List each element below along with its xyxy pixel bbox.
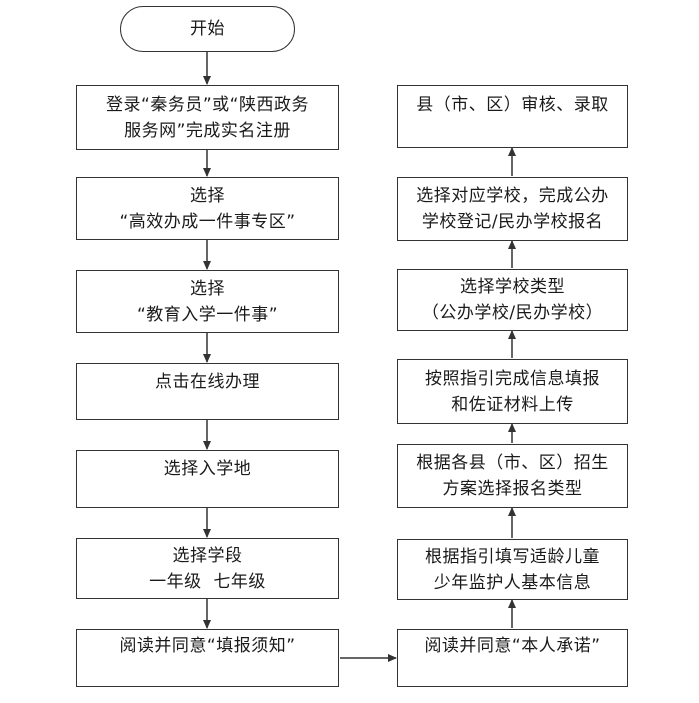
step-text: 选择学校类型 [460, 277, 565, 297]
step-text: 选择 [190, 278, 225, 299]
step-review-admission: 县（市、区）审核、录取 [397, 85, 628, 148]
step-text: 方案选择报名类型 [442, 479, 583, 499]
step-text: 阅读并同意“本人承诺” [424, 636, 601, 656]
step-text: 点击在线办理 [155, 372, 260, 392]
step-select-efficient-zone: 选择 “高效办成一件事专区” [76, 177, 339, 240]
step-select-education-enrollment: 选择 “教育入学一件事” [76, 270, 339, 333]
step-text: 选择学段 [172, 545, 243, 566]
step-click-online: 点击在线办理 [76, 363, 339, 420]
step-text: 和佐证材料上传 [451, 394, 574, 415]
step-text: 选择入学地 [163, 459, 252, 479]
step-fill-guardian-info: 根据指引填写适龄儿童 少年监护人基本信息 [397, 539, 628, 600]
step-text: 学校登记/民办学校报名 [421, 212, 604, 232]
step-text: 选择对应学校，完成公办 [416, 186, 609, 206]
step-select-stage: 选择学段 一年级 七年级 [76, 538, 339, 599]
step-select-school: 选择对应学校，完成公办 学校登记/民办学校报名 [397, 177, 628, 241]
step-upload-materials: 按照指引完成信息填报 和佐证材料上传 [397, 359, 628, 424]
step-select-location: 选择入学地 [76, 450, 339, 508]
start-node: 开始 [120, 6, 295, 52]
step-text: 一年级 七年级 [149, 571, 266, 592]
step-text: 登录“秦务员”或“陕西政务 [106, 94, 309, 115]
step-text: 根据指引填写适龄儿童 [425, 546, 600, 567]
step-read-notice: 阅读并同意“填报须知” [76, 629, 339, 687]
step-read-promise: 阅读并同意“本人承诺” [397, 629, 628, 687]
step-text: 县（市、区）审核、录取 [416, 95, 609, 115]
step-text: “高效办成一件事专区” [119, 211, 296, 232]
step-login-register: 登录“秦务员”或“陕西政务 服务网”完成实名注册 [76, 85, 339, 150]
step-select-school-type: 选择学校类型 （公办学校/民办学校） [397, 269, 628, 331]
step-select-registration-type: 根据各县（市、区）招生 方案选择报名类型 [397, 444, 628, 508]
step-text: 服务网”完成实名注册 [124, 120, 291, 141]
step-text: 少年监护人基本信息 [433, 572, 592, 593]
step-text: 按照指引完成信息填报 [425, 368, 600, 389]
start-label: 开始 [190, 19, 225, 39]
step-text: （公办学校/民办学校） [421, 303, 604, 323]
step-text: 阅读并同意“填报须知” [119, 636, 296, 656]
step-text: “教育入学一件事” [136, 304, 279, 325]
step-text: 选择 [190, 185, 225, 206]
step-text: 根据各县（市、区）招生 [416, 453, 609, 473]
